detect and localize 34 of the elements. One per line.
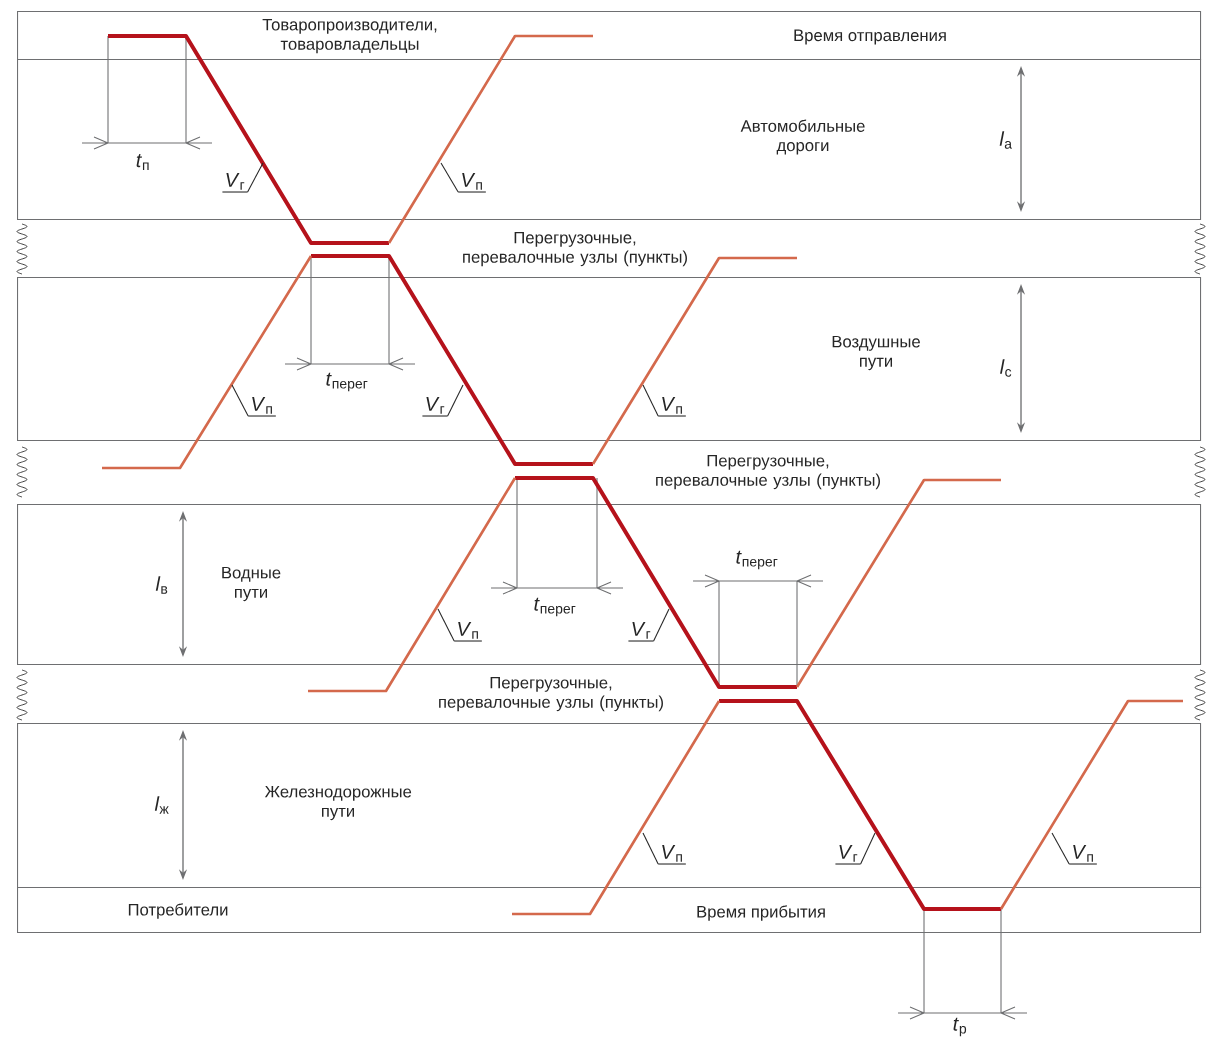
dimension-label: l$_{а}$ [999,131,1012,149]
leader-line [1051,832,1070,865]
dimension-label: t$_{перег}$ [534,597,576,617]
speed-label: V$_{г}$ [627,622,655,642]
speed-label: V$_{г}$ [834,845,862,865]
node-label: Перегрузочные, перевалочные узлы (пункты) [463,231,687,267]
leader-line [860,832,876,865]
leader-line [642,832,659,865]
band-box: Потребители Время прибытия [17,887,1202,934]
leader-line [231,384,249,417]
speed-label: V$_{п}$ [657,397,687,417]
speed-label: V$_{г}$ [221,173,249,193]
dimension-label: t$_{перег}$ [736,550,778,570]
leader-line [447,384,464,417]
dimension-label: t$_{р}$ [953,1017,967,1037]
leader-line [440,162,459,193]
speed-label: V$_{п}$ [1068,845,1098,865]
band-box: Товаропроизводители, товаровладельцы Время отправления [17,11,1202,61]
dimension-label: l$_{ж}$ [154,796,169,814]
node-label: Перегрузочные, перевалочные узлы (пункты) [656,454,880,490]
speed-label: V$_{п}$ [247,397,277,417]
speed-label: V$_{г}$ [421,397,449,417]
node-label: Перегрузочные, перевалочные узлы (пункты) [439,676,663,712]
leader-line [247,162,264,193]
dimension-label: l$_{в}$ [155,576,168,594]
speed-label: V$_{п}$ [457,173,487,193]
dimension-label: l$_{с}$ [1000,359,1012,377]
leader-line [642,384,659,417]
leader-line [437,608,455,642]
dimension-label: t$_{перег}$ [326,372,368,392]
speed-label: V$_{п}$ [453,622,483,642]
dimension-label: t$_{п}$ [136,154,149,170]
speed-label: V$_{п}$ [657,845,687,865]
leader-line [653,608,670,642]
